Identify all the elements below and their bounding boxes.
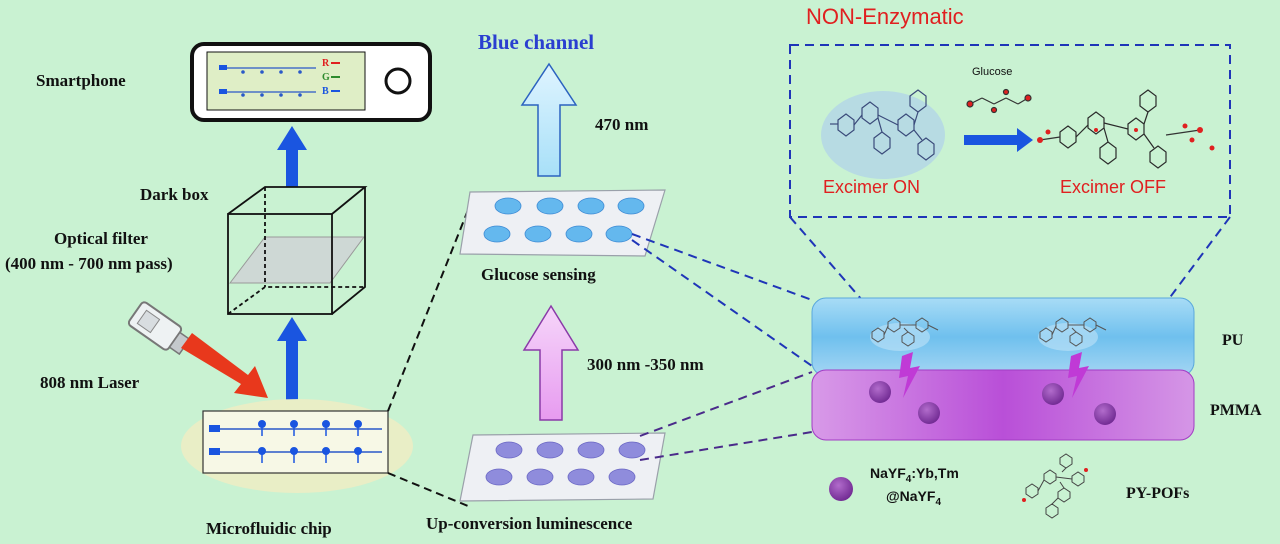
smartphone-label: Smartphone xyxy=(36,71,126,90)
excimer-on-label: Excimer ON xyxy=(823,177,920,197)
upconversion-plate xyxy=(459,432,666,502)
pu-molecule-right xyxy=(1038,317,1107,351)
non-enzymatic-title: NON-Enzymatic xyxy=(806,4,964,29)
pofs-molecule-off xyxy=(1037,89,1215,169)
pofs-legend-molecule xyxy=(1022,453,1088,519)
pmma-label: PMMA xyxy=(1210,402,1262,419)
chip-zoom-lines xyxy=(387,199,473,507)
optical-filter-label: Optical filter xyxy=(54,229,148,248)
dark-box xyxy=(227,186,368,315)
glucose-molecule xyxy=(966,88,1032,114)
laser-label: 808 nm Laser xyxy=(40,373,140,392)
mechanism-inset xyxy=(789,44,1231,218)
emission-wavelength-label: 470 nm xyxy=(595,115,648,134)
microfluidic-chip-label: Microfluidic chip xyxy=(206,519,332,538)
pyPofs-label: PY-POFs xyxy=(1126,485,1189,502)
ucnp-legend-line2: @NaYF4 xyxy=(886,488,941,508)
pu-label: PU xyxy=(1222,332,1244,349)
laser-device xyxy=(127,301,191,356)
microfluidic-chip xyxy=(181,399,413,493)
energy-transfer-bolt-right xyxy=(1068,352,1089,398)
inset-zoom-lines xyxy=(789,216,1231,301)
laser-arrow xyxy=(181,333,268,398)
energy-transfer-bolt-left xyxy=(899,352,920,398)
plate-zoom-lines-purple xyxy=(639,371,813,461)
glucose-sensing-label: Glucose sensing xyxy=(481,265,596,284)
excitation-arrow xyxy=(522,304,580,421)
phone-screen-chip: R G B xyxy=(219,58,340,97)
filter-pass-label: (400 nm - 700 nm pass) xyxy=(5,254,173,273)
glucose-sensing-plate xyxy=(459,189,666,257)
reaction-arrow xyxy=(964,128,1033,152)
excimer-off-label: Excimer OFF xyxy=(1060,177,1166,197)
rgb-label-r: R xyxy=(322,58,330,69)
blue-arrow-to-phone xyxy=(277,126,307,212)
plate-zoom-lines-blue xyxy=(631,233,813,367)
dark-box-label: Dark box xyxy=(140,185,209,204)
pu-molecule-left xyxy=(870,317,939,351)
pmma-particles xyxy=(869,381,1116,425)
blue-channel-label: Blue channel xyxy=(478,30,594,54)
ucnp-legend-line1: NaYF4:Yb,Tm xyxy=(870,465,959,485)
ucnp-legend-dot xyxy=(829,477,853,501)
blue-arrow-to-box xyxy=(277,317,307,400)
excitation-range-label: 300 nm -350 nm xyxy=(587,355,704,374)
pofs-molecule-on xyxy=(821,89,945,179)
smartphone: R G B xyxy=(190,42,432,122)
glucose-label: Glucose xyxy=(972,66,1012,78)
pu-layer xyxy=(811,297,1195,377)
upconversion-label: Up-conversion luminescence xyxy=(426,514,633,533)
rgb-label-b: B xyxy=(322,86,329,97)
blue-emission-arrow xyxy=(520,62,578,177)
pmma-layer xyxy=(811,369,1195,441)
rgb-label-g: G xyxy=(322,72,330,83)
